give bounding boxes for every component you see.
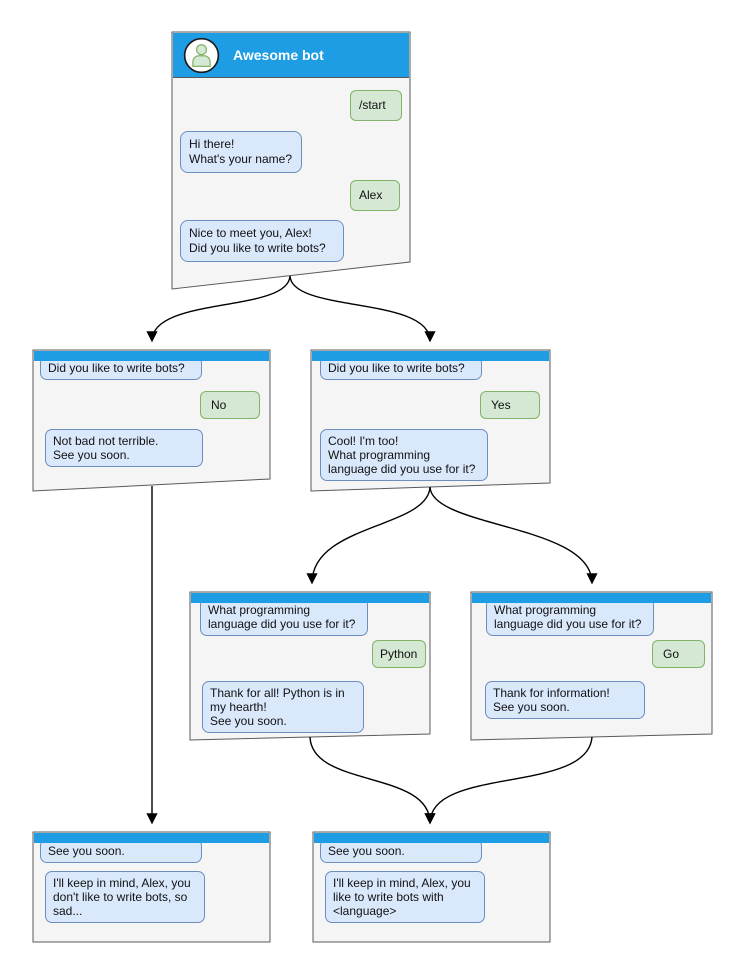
window-header-strip bbox=[472, 593, 711, 603]
bot-message-keep-in-mind-no: I'll keep in mind, Alex, you don't like … bbox=[45, 871, 205, 923]
bot-message-keep-in-mind-yes: I'll keep in mind, Alex, you like to wri… bbox=[325, 871, 485, 923]
bot-message-not-bad: Not bad not terrible. See you soon. bbox=[45, 429, 203, 467]
bot-message-thanks-info: Thank for information! See you soon. bbox=[485, 681, 645, 719]
bot-avatar-icon bbox=[183, 37, 220, 73]
window-header-strip bbox=[34, 833, 269, 843]
window-header-strip bbox=[314, 833, 549, 843]
chat-window-end-yes: See you soon. I'll keep in mind, Alex, y… bbox=[313, 832, 550, 942]
chat-window-titlebar: Awesome bot bbox=[173, 33, 409, 78]
bot-message-thanks-python: Thank for all! Python is in my hearth! S… bbox=[202, 681, 364, 733]
connectors bbox=[146, 275, 598, 825]
bot-message-greeting: Hi there! What's your name? bbox=[180, 131, 302, 173]
user-message-name: Alex bbox=[350, 180, 400, 211]
bot-message-cool: Cool! I'm too! What programming language… bbox=[320, 429, 488, 481]
window-header-strip bbox=[34, 351, 269, 361]
user-message-start: /start bbox=[350, 90, 402, 121]
connector-python-to-end bbox=[309, 736, 436, 825]
bot-message-nice-to-meet: Nice to meet you, Alex! Did you like to … bbox=[180, 220, 344, 262]
bot-message-language-question: What programming language did you use fo… bbox=[200, 598, 368, 636]
chat-window-branch-no: Did you like to write bots? No Not bad n… bbox=[33, 350, 270, 491]
connector-yes-to-python bbox=[306, 486, 431, 585]
bot-message-see-you-soon: See you soon. bbox=[320, 839, 482, 863]
chat-window-branch-python: What programming language did you use fo… bbox=[190, 592, 430, 740]
chat-window-main: Awesome bot /start Hi there! What's your… bbox=[172, 32, 410, 289]
connector-main-to-yes bbox=[289, 275, 436, 343]
window-header-strip bbox=[191, 593, 429, 603]
connector-go-to-end bbox=[424, 736, 593, 825]
bot-message-language-question: What programming language did you use fo… bbox=[486, 598, 654, 636]
chat-window-end-no: See you soon. I'll keep in mind, Alex, y… bbox=[33, 832, 270, 942]
connector-main-to-no bbox=[146, 275, 291, 343]
user-message-no: No bbox=[200, 391, 260, 419]
connector-yes-to-go bbox=[429, 486, 598, 585]
chat-window-branch-go: What programming language did you use fo… bbox=[471, 592, 712, 740]
chat-window-branch-yes: Did you like to write bots? Yes Cool! I'… bbox=[311, 350, 550, 491]
user-message-yes: Yes bbox=[480, 391, 540, 419]
window-header-strip bbox=[312, 351, 549, 361]
user-message-python: Python bbox=[372, 640, 426, 668]
user-message-go: Go bbox=[652, 640, 705, 668]
bot-title: Awesome bot bbox=[233, 47, 324, 63]
